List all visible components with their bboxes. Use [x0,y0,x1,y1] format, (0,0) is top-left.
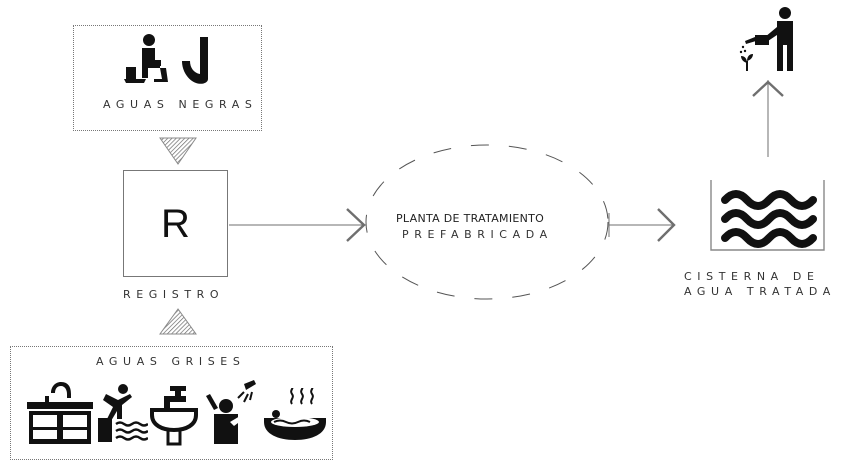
jacuzzi-icon [264,388,326,440]
watering-plant-icon [739,7,793,71]
pool-diver-icon [98,384,148,442]
gray-water-box [10,346,333,460]
register-label: REGISTRO [123,288,225,301]
treatment-plant-ellipse [365,144,609,300]
down-triangle-marker [159,137,197,165]
arrowhead-up [752,80,784,97]
black-water-box [73,25,262,131]
cistern-line1: CISTERNA DE [684,270,820,283]
cistern-line2: AGUA TRATADA [684,285,836,298]
washbasin-icon [150,386,198,446]
shower-person-icon [206,380,256,444]
treatment-plant-line1: PLANTA DE TRATAMIENTO [396,212,545,225]
up-triangle-marker [159,308,197,335]
gray-water-label: AGUAS GRISES [96,355,246,368]
toilet-person-icon [124,34,168,83]
register-box [123,170,228,277]
arrowhead-to-cistern [657,208,676,242]
treatment-plant-line2: PREFABRICADA [402,228,553,241]
register-letter: R [161,202,190,246]
kitchen-sink-icon [27,382,93,444]
urinal-icon [182,37,208,84]
arrowhead-to-plant [346,208,366,242]
water-waves-icon [710,180,825,251]
black-water-label: AGUAS NEGRAS [103,98,258,111]
